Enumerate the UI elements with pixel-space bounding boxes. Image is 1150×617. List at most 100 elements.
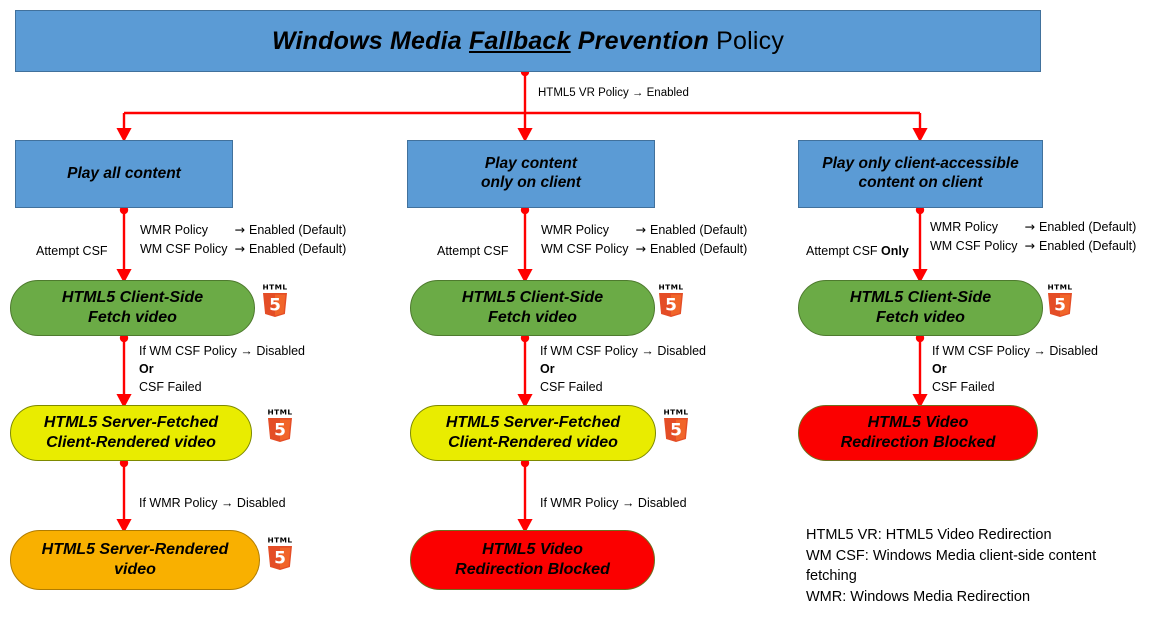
node-c2-blue-line2: only on client [481,174,581,191]
legend-line-2: WM CSF: Windows Media client-side conten… [806,547,1097,564]
c2-policy-row0-arrow: → [635,222,646,237]
c3-attempt-csf-bold: Only [881,244,909,258]
title-part-1: Windows Media [271,26,469,55]
node-c1-green-line1: HTML5 Client-Side [61,289,204,307]
svg-text:5: 5 [665,296,677,316]
node-c2-red-line2: Redirection Blocked [455,561,610,578]
c3-policy-row1-value: Enabled (Default) [1038,238,1137,253]
node-play-all-content-label: Play all content [67,164,181,182]
html5-icon: HTML 5 [656,281,686,317]
svg-text:HTML: HTML [1048,283,1073,292]
html5-icon: HTML 5 [265,406,295,442]
edge-label-root: HTML5 VR Policy → Enabled [538,87,689,99]
title-part-fallback: Fallback [468,26,571,55]
edge-label-c3-policies: WMR Policy → Enabled (Default) WM CSF Po… [930,218,1137,256]
c1-policy-row1-name: WM CSF Policy [140,241,228,256]
edge-label-c3-attempt-csf-only: Attempt CSF Only [806,243,909,261]
c3-policy-row0-value: Enabled (Default) [1038,220,1137,234]
c1-cond-line1: Or [139,361,154,376]
c2-cond-line0: If WM CSF Policy → Disabled [540,344,707,358]
c2-cond-line1: Or [540,361,555,376]
node-c1-server-fetched[interactable]: HTML5 Server-Fetched Client-Rendered vid… [10,405,252,461]
node-c3-redirection-blocked[interactable]: HTML5 Video Redirection Blocked [798,405,1038,461]
legend-line-1: HTML5 VR: HTML5 Video Redirection [806,527,1052,543]
edge-label-c3-csf-cond: If WM CSF Policy → Disabled Or CSF Faile… [932,343,1098,396]
svg-text:5: 5 [670,421,682,441]
node-c2-server-fetched[interactable]: HTML5 Server-Fetched Client-Rendered vid… [410,405,656,461]
node-c1-orange-line2: video [114,561,156,578]
node-c1-yellow-line2: Client-Rendered video [46,434,216,451]
node-c2-yellow-line2: Client-Rendered video [448,434,618,451]
c3-cond-line2: CSF Failed [932,379,995,394]
html5-icon: HTML 5 [260,281,290,317]
legend-line-4: WMR: Windows Media Redirection [806,588,1031,605]
title-part-policy: Policy [716,26,785,55]
node-c3-green-line2: Fetch video [876,309,965,326]
edge-label-c2-attempt-csf: Attempt CSF [437,244,509,258]
title-part-2: Prevention [570,26,717,55]
svg-text:5: 5 [1054,296,1066,316]
diagram-title: Windows Media Fallback Prevention Policy [15,10,1041,72]
node-c3-blue-line1: Play only client-accessible [822,155,1019,173]
svg-text:HTML: HTML [268,536,293,545]
edge-label-c2-csf-cond: If WM CSF Policy → Disabled Or CSF Faile… [540,343,706,396]
node-c3-blue-line2: content on client [858,174,983,191]
node-play-all-content[interactable]: Play all content [15,140,233,208]
c2-policy-row1-value: Enabled (Default) [649,241,748,256]
node-c2-red-line1: HTML5 Video [482,541,583,559]
c3-policy-row1-arrow: → [1024,237,1035,253]
c2-policy-row1-name: WM CSF Policy [541,241,629,256]
c1-policy-row0-name: WMR Policy [140,223,209,237]
node-c3-green-line1: HTML5 Client-Side [849,289,992,307]
node-c2-green-line2: Fetch video [488,309,577,326]
c1-policy-row1-arrow: → [234,240,245,256]
node-c1-server-rendered[interactable]: HTML5 Server-Rendered video [10,530,260,590]
node-c1-green-line2: Fetch video [88,309,177,326]
node-c1-client-side-fetch[interactable]: HTML5 Client-Side Fetch video [10,280,255,336]
c1-cond-line2: CSF Failed [139,379,202,394]
node-c2-green-line1: HTML5 Client-Side [461,289,604,307]
c2-cond-line2: CSF Failed [540,379,603,394]
svg-text:HTML: HTML [268,408,293,417]
node-play-content-only-on-client[interactable]: Play content only on client [407,140,655,208]
node-c2-blue-line1: Play content [484,155,578,173]
node-c2-client-side-fetch[interactable]: HTML5 Client-Side Fetch video [410,280,655,336]
svg-text:5: 5 [269,296,281,316]
edge-label-c1-attempt-csf: Attempt CSF [36,244,108,258]
svg-text:5: 5 [274,421,286,441]
c1-policy-row1-value: Enabled (Default) [248,241,347,256]
edge-label-c1-policies: WMR Policy → Enabled (Default) WM CSF Po… [140,221,347,259]
html5-icon: HTML 5 [1045,281,1075,317]
svg-text:HTML: HTML [659,283,684,292]
c3-policy-row1-name: WM CSF Policy [930,238,1018,253]
c1-policy-row0-arrow: → [234,222,245,237]
edge-label-c2-wmr-cond: If WMR Policy → Disabled [540,496,687,510]
c2-policy-row0-name: WMR Policy [541,223,610,237]
c3-cond-line1: Or [932,361,947,376]
legend-line-3: fetching [806,568,857,585]
svg-text:HTML: HTML [263,283,288,292]
c3-attempt-csf-plain: Attempt CSF [806,244,882,258]
svg-text:5: 5 [274,549,286,569]
c3-policy-row0-arrow: → [1024,219,1035,234]
html5-icon: HTML 5 [661,406,691,442]
c1-policy-row0-value: Enabled (Default) [248,223,347,237]
node-c2-yellow-line1: HTML5 Server-Fetched [445,414,621,432]
node-play-only-client-accessible[interactable]: Play only client-accessible content on c… [798,140,1043,208]
node-c2-redirection-blocked[interactable]: HTML5 Video Redirection Blocked [410,530,655,590]
node-c3-client-side-fetch[interactable]: HTML5 Client-Side Fetch video [798,280,1043,336]
legend: HTML5 VR: HTML5 Video Redirection WM CSF… [806,525,1136,607]
svg-text:HTML: HTML [664,408,689,417]
edge-label-c1-wmr-cond: If WMR Policy → Disabled [139,496,286,510]
node-c3-red-line2: Redirection Blocked [840,434,996,451]
c2-policy-row0-value: Enabled (Default) [649,223,748,237]
edge-label-c1-csf-cond: If WM CSF Policy → Disabled Or CSF Faile… [139,343,305,396]
html5-icon: HTML 5 [265,534,295,570]
c2-policy-row1-arrow: → [635,240,646,256]
c3-cond-line0: If WM CSF Policy → Disabled [932,344,1099,358]
c1-cond-line0: If WM CSF Policy → Disabled [139,344,306,358]
node-c3-red-line1: HTML5 Video [867,414,969,432]
c3-policy-row0-name: WMR Policy [930,220,999,234]
edge-label-c2-policies: WMR Policy → Enabled (Default) WM CSF Po… [541,221,748,259]
